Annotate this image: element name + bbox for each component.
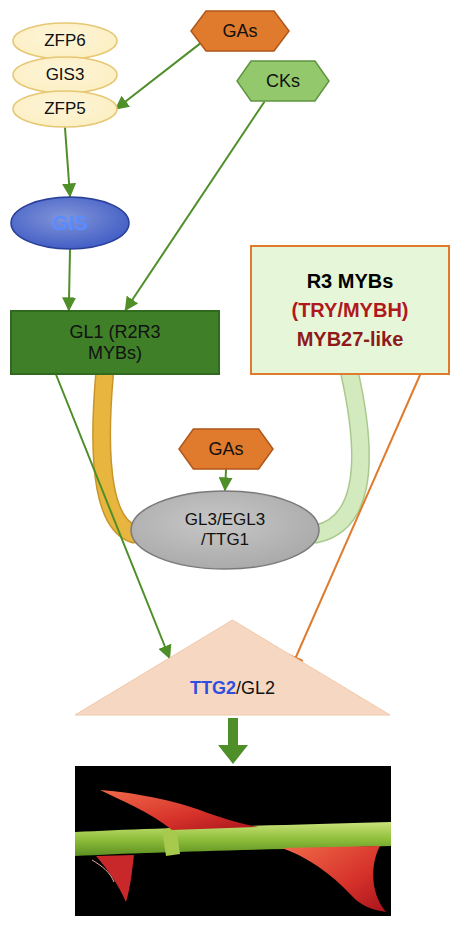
- activation-arrow: [69, 250, 70, 310]
- hormone-hexagon: GAs: [190, 10, 290, 52]
- interaction-band: [102, 375, 134, 534]
- text-group: GL1 (R2R3 MYBs): [10, 310, 220, 375]
- node-label: GL3/EGL3 /TTG1: [170, 510, 280, 549]
- gene-oval: ZFP6: [12, 22, 118, 60]
- text-group: GAs: [178, 428, 274, 470]
- node-label: ZFP6: [44, 31, 86, 51]
- activation-arrow: [126, 102, 265, 310]
- text-group: GIS3: [12, 56, 118, 94]
- gene-oval: GIS3: [12, 56, 118, 94]
- activation-arrow: [65, 128, 70, 196]
- text-group: TTG2/GL2: [75, 620, 390, 715]
- node-label: (TRY/MYBH): [291, 299, 408, 322]
- repressor-box: R3 MYBs (TRY/MYBH) MYB27-like: [250, 245, 450, 375]
- node-label: ZFP5: [44, 99, 86, 119]
- text-group: R3 MYBs (TRY/MYBH) MYB27-like: [250, 245, 450, 375]
- tri-outline: [75, 620, 390, 715]
- text-group: ZFP5: [12, 90, 118, 128]
- text-group: ZFP6: [12, 22, 118, 60]
- node-label: GL1 (R2R3 MYBs): [50, 322, 180, 363]
- node-label: /GL2: [236, 678, 275, 699]
- node-label: GAs: [208, 439, 243, 460]
- target-triangle: TTG2/GL2: [75, 620, 390, 715]
- node-label: TTG2: [190, 678, 236, 699]
- complex-oval: GL3/EGL3 /TTG1: [130, 490, 320, 570]
- gene-oval: ZFP5: [12, 90, 118, 128]
- node-label: GAs: [222, 21, 257, 42]
- text-group: GL3/EGL3 /TTG1: [130, 490, 320, 570]
- node-label: MYB27-like: [297, 328, 404, 351]
- node-label: GIS3: [46, 65, 85, 85]
- activator-box: GL1 (R2R3 MYBs): [10, 310, 220, 375]
- node-label: CKs: [266, 71, 300, 92]
- activation-arrow: [225, 470, 226, 490]
- regulator-oval: GIS: [10, 196, 130, 250]
- interaction-band: [316, 375, 360, 534]
- hormone-hexagon: GAs: [178, 428, 274, 470]
- rose-stem-photo: [75, 766, 391, 916]
- text-group: GAs: [190, 10, 290, 52]
- text-group: GIS: [10, 196, 130, 250]
- activation-arrow: [116, 44, 200, 109]
- node-label: R3 MYBs: [307, 270, 394, 293]
- thick-down-arrow: [218, 718, 248, 764]
- node-label: GIS: [52, 211, 88, 235]
- hormone-hexagon: CKs: [236, 60, 330, 102]
- text-group: CKs: [236, 60, 330, 102]
